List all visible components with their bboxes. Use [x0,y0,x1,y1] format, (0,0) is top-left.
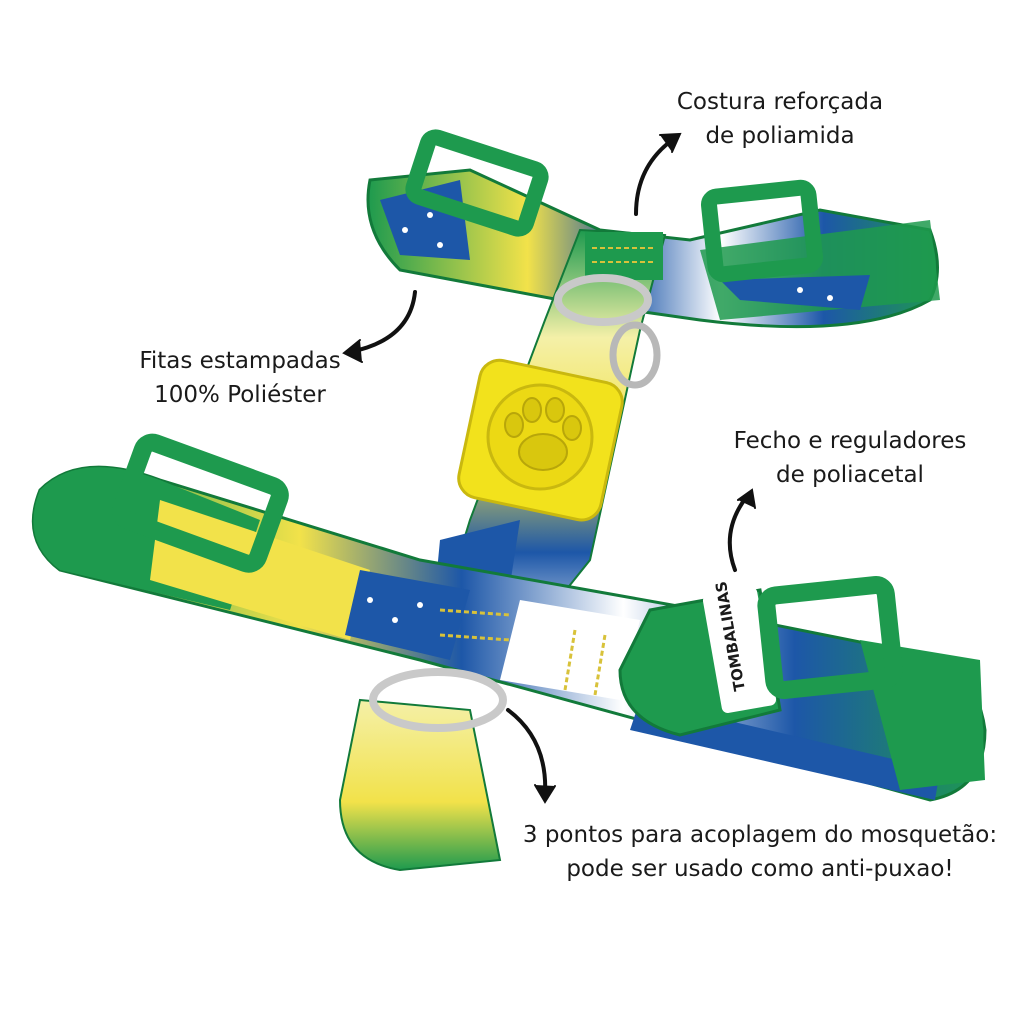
caption-fecho-line2: de poliacetal [776,462,924,488]
top-right-slider [700,179,824,283]
arrow-icon [506,708,556,804]
side-release-buckle: TOMBALINAS [618,575,903,737]
caption-pontos-line2: pode ser usado como anti-puxao! [566,856,954,882]
middle-ring [609,321,661,389]
caption-costura-line1: Costura reforçada [676,89,884,115]
caption-fecho: Fecho e reguladores de poliacetal [700,424,1000,492]
arrow-icon [634,132,682,216]
left-slider [112,433,289,573]
caption-pontos: 3 pontos para acoplagem do mosquetão: po… [505,818,1015,886]
caption-fecho-line1: Fecho e reguladores [733,428,967,454]
arrow-icon [342,290,417,363]
top-left-slider [405,129,549,237]
arrow-icon [727,488,756,572]
caption-fitas-line1: Fitas estampadas [139,348,341,374]
bottom-d-ring [369,668,507,732]
caption-fitas-line2: 100% Poliéster [154,382,326,408]
caption-fitas: Fitas estampadas 100% Poliéster [100,344,380,412]
paw-icon [504,397,582,471]
top-d-ring [554,274,652,326]
caption-costura: Costura reforçada de poliamida [640,85,920,153]
bottom-strap [338,698,502,872]
caption-costura-line2: de poliamida [705,123,855,149]
paw-buckle [457,358,624,522]
caption-pontos-line1: 3 pontos para acoplagem do mosquetão: [522,822,998,848]
